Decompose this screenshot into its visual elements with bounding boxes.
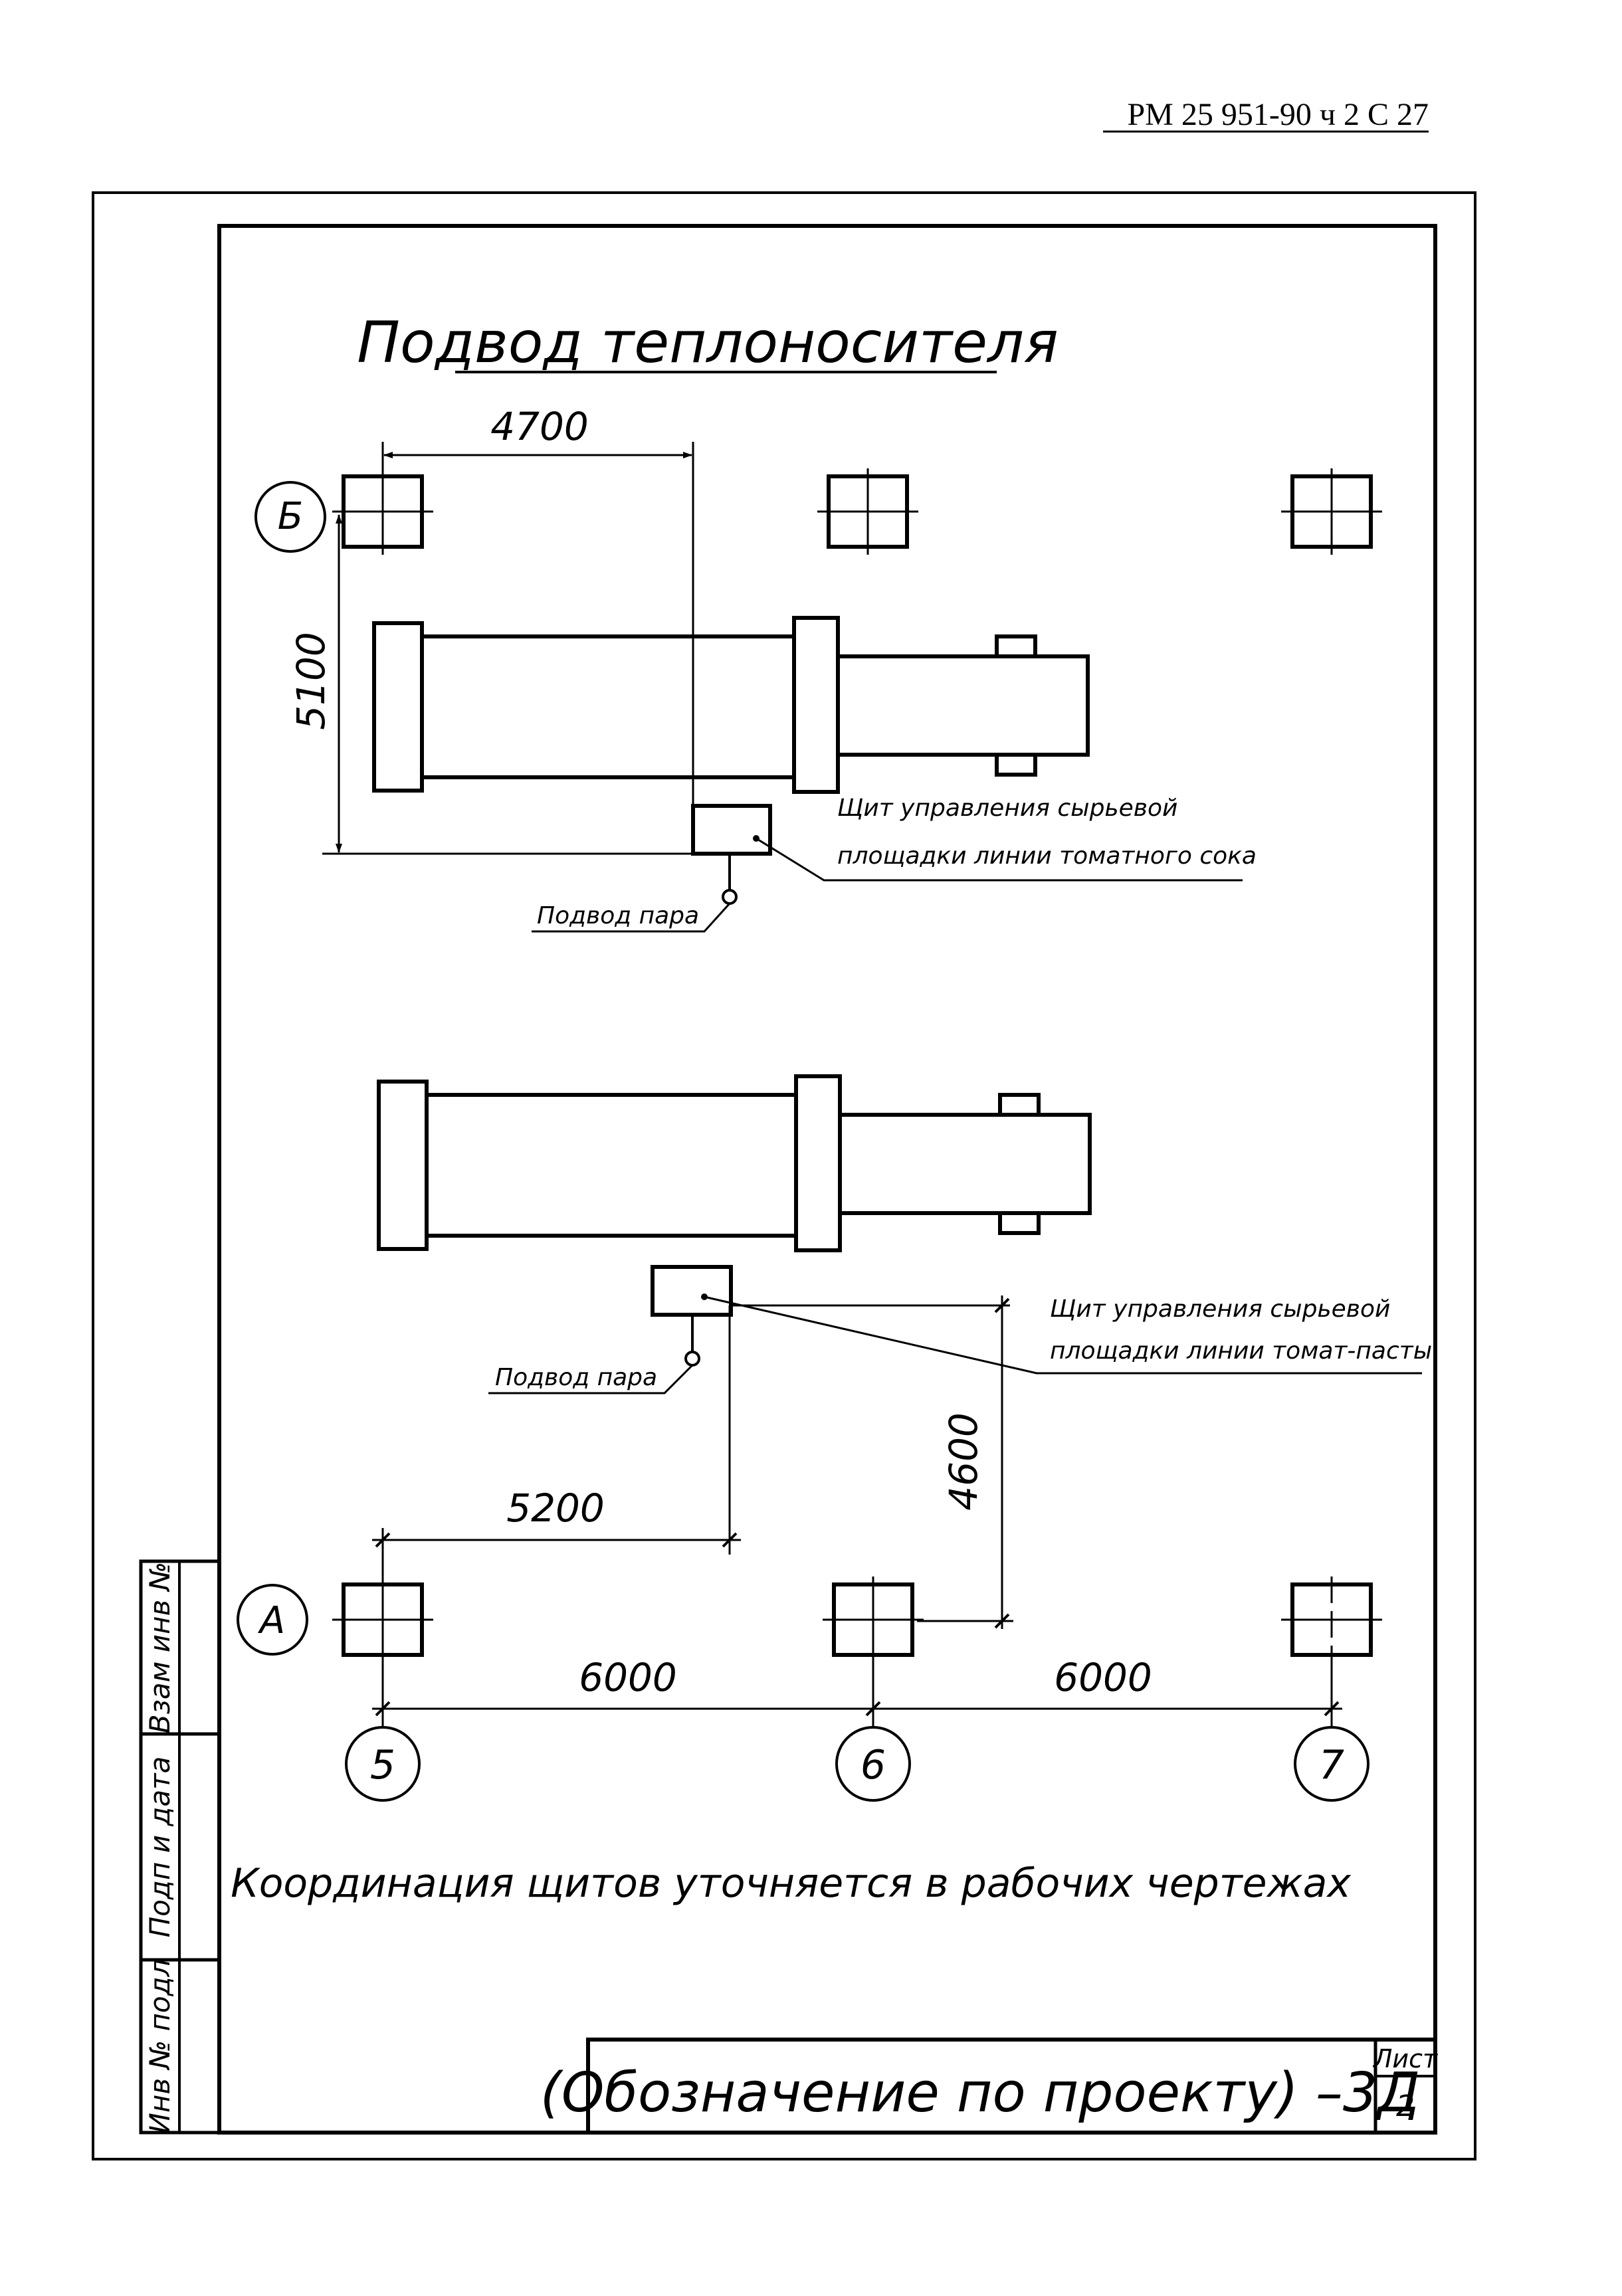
dimension-spans	[372, 1655, 1342, 1727]
panel-top-label-line1: Щит управления сырьевой	[837, 795, 1177, 822]
designation-text: (Обозначение по проекту) –3Д	[540, 2061, 1420, 2125]
column-a6	[823, 1577, 924, 1663]
panel-bottom-label-line2: площадки линии томат-пасты	[1050, 1337, 1432, 1365]
sheet-number: 2	[1396, 2089, 1415, 2123]
control-panel-bottom	[651, 1265, 733, 1317]
outer-border	[92, 191, 1476, 2160]
dimension-4600	[730, 1295, 1013, 1629]
dimension-label-span-left: 6000	[579, 1655, 677, 1700]
drawing-title: Подвод теплоносителя	[357, 310, 1058, 376]
panel-top-label-line2: площадки линии томатного сока	[837, 842, 1257, 870]
steam-connection-bottom	[684, 1351, 700, 1367]
axis-bubble-7	[1294, 1726, 1369, 1802]
header-code: РМ 25 951-90 ч 2 С 27	[1127, 97, 1429, 132]
column-b7	[1281, 468, 1382, 555]
panel-top-leader	[756, 837, 1243, 882]
dimension-label-4700: 4700	[490, 404, 589, 449]
dimension-label-4600: 4600	[941, 1412, 986, 1511]
panel-bottom-leader	[704, 1295, 1422, 1375]
dimension-label-5200: 5200	[506, 1485, 605, 1531]
axis-label-6: 6	[861, 1742, 886, 1788]
axis-label-b: Б	[278, 495, 303, 538]
axis-bubble-a	[237, 1584, 308, 1656]
side-label-original-inv: Инв № подл	[144, 1959, 176, 2133]
steam-bottom-leader	[488, 1364, 694, 1394]
title-block	[586, 2038, 1437, 2135]
dimension-label-span-right: 6000	[1054, 1655, 1152, 1700]
coordination-note: Координация щитов уточняется в рабочих ч…	[231, 1860, 1351, 1907]
axis-bubble-6	[835, 1726, 911, 1802]
equipment-bottom	[377, 1074, 1092, 1252]
column-b6	[817, 468, 918, 555]
axis-bubble-5	[345, 1726, 421, 1802]
axis-label-5: 5	[370, 1742, 395, 1788]
binding-strip: Взам инв № Подп и дата Инв № подл	[139, 1559, 221, 2135]
dimension-label-5100: 5100	[288, 632, 334, 730]
dimension-4700	[381, 442, 694, 807]
axis-label-7: 7	[1319, 1742, 1344, 1788]
panel-bottom-label-line1: Щит управления сырьевой	[1050, 1295, 1390, 1323]
steam-bottom-label: Подвод пара	[495, 1364, 657, 1391]
steam-top-label: Подвод пара	[537, 902, 699, 929]
sheet-label: Лист	[1372, 2044, 1439, 2073]
column-a7	[1281, 1577, 1382, 1663]
axis-label-a: А	[258, 1599, 285, 1642]
dimension-5200	[372, 1305, 741, 1578]
side-label-replace-inv: Взам инв №	[144, 1562, 176, 1733]
control-panel-top	[691, 804, 772, 856]
column-a5	[332, 1577, 433, 1663]
axis-bubble-b	[254, 481, 326, 553]
column-b5	[332, 468, 433, 555]
dimension-5100	[322, 514, 693, 855]
steam-top-leader	[532, 902, 731, 933]
side-label-sign-date: Подп и дата	[144, 1757, 176, 1938]
steam-connection-top	[722, 889, 738, 905]
equipment-top	[372, 616, 1090, 794]
